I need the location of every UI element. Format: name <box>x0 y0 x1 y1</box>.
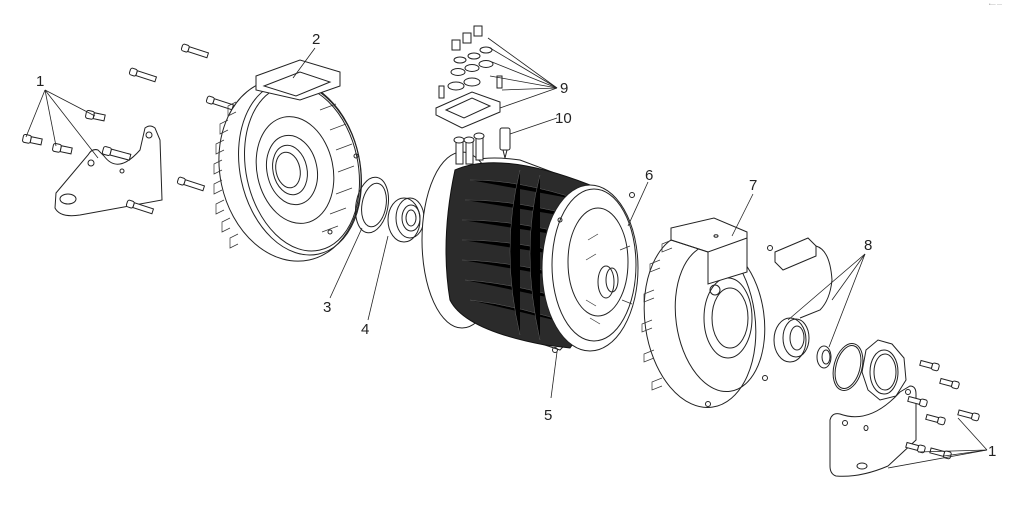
callout-label-8: 8 <box>864 237 872 254</box>
terminal-bolts-and-washers <box>438 25 503 99</box>
callout-label-9: 9 <box>560 80 568 97</box>
left-mounting-bracket <box>54 125 163 217</box>
temperature-sensor <box>499 127 511 159</box>
bearing <box>387 197 425 243</box>
housing-bolts <box>125 43 235 215</box>
watermark: •— — <box>988 2 1002 8</box>
callout-label-5: 5 <box>544 407 552 424</box>
callout-label-2: 2 <box>312 31 320 48</box>
o-ring <box>832 343 864 391</box>
gasket-ring <box>355 176 389 234</box>
rear-cover-plate <box>861 339 907 401</box>
front-end-housing <box>213 59 362 262</box>
callout-label-3: 3 <box>323 299 331 316</box>
motor-stator-body <box>421 151 639 353</box>
bracket-bolts-right <box>905 359 980 460</box>
callout-label-6: 6 <box>645 167 653 184</box>
rear-bearing <box>773 317 810 363</box>
junction-box <box>670 217 748 285</box>
rear-end-housing <box>641 232 773 408</box>
right-mounting-bracket <box>829 385 917 477</box>
callout-label-1-left: 1 <box>36 73 44 90</box>
sensor-connector <box>774 237 833 319</box>
callout-label-7: 7 <box>749 177 757 194</box>
rotor-shaft <box>585 233 633 325</box>
bracket-bolts <box>22 109 132 161</box>
callout-leaders <box>25 37 988 469</box>
callout-label-10: 10 <box>555 110 572 127</box>
terminal-block <box>435 91 501 165</box>
callout-label-4: 4 <box>361 321 369 338</box>
seal-ring <box>816 345 832 369</box>
callout-label-1-right: 1 <box>988 443 996 460</box>
